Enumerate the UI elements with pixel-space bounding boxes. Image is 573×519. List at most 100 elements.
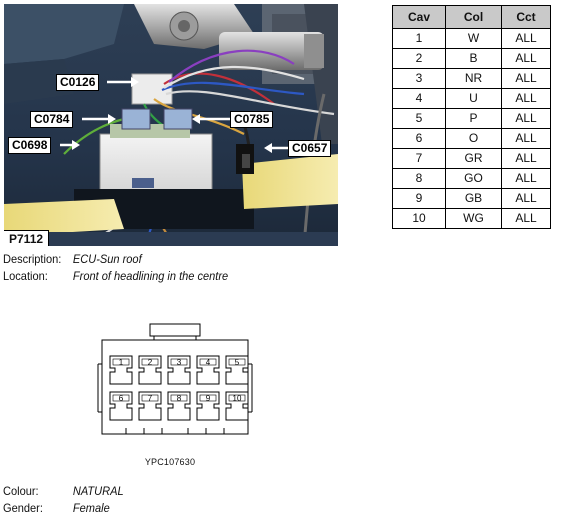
connector-cavity-latch xyxy=(199,358,217,366)
col-cell: GR xyxy=(445,148,502,169)
colour-row: Colour: NATURAL xyxy=(3,484,279,499)
connector-cavity-number: 3 xyxy=(177,358,182,367)
gender-label: Gender: xyxy=(3,501,43,515)
callout-c0657-arrow xyxy=(264,143,288,153)
header-cav: Cav xyxy=(392,5,446,29)
col-cell: GO xyxy=(445,168,502,189)
pin-table-header-row: Cav Col Cct xyxy=(392,5,551,29)
connector-part-number: YPC107630 xyxy=(144,457,196,467)
callout-c0126: C0126 xyxy=(56,74,100,91)
col-cell: U xyxy=(445,88,502,109)
cav-cell: 2 xyxy=(392,48,446,69)
photo-illustration xyxy=(4,4,338,246)
gender-value: Female xyxy=(72,501,110,515)
cct-cell: ALL xyxy=(501,208,551,229)
callout-c0785-arrow xyxy=(192,114,230,124)
colour-label: Colour: xyxy=(3,484,39,498)
callout-c0657-label: C0657 xyxy=(292,141,328,155)
description-value: ECU-Sun roof xyxy=(72,252,142,266)
connector-cavity xyxy=(167,391,191,421)
col-cell: GB xyxy=(445,188,502,209)
gender-row: Gender: Female xyxy=(3,501,279,516)
component-photo: C0126 C0784 C0785 C0698 C0657 P7112 xyxy=(4,4,338,246)
description-row: Description: ECU-Sun roof xyxy=(3,252,279,267)
connector-cavity-number: 4 xyxy=(206,358,211,367)
connector-cavity xyxy=(138,355,162,385)
connector-cavity-latch xyxy=(141,358,159,366)
connector-cavity-latch xyxy=(228,358,246,366)
connector-cavity-latch xyxy=(141,394,159,402)
callout-c0698: C0698 xyxy=(8,137,52,154)
cav-cell: 3 xyxy=(392,68,446,89)
cct-cell: ALL xyxy=(501,28,551,49)
connector-cavity xyxy=(225,355,249,385)
cav-cell: 4 xyxy=(392,88,446,109)
connector-cavity xyxy=(109,355,133,385)
col-cell: NR xyxy=(445,68,502,89)
cav-cell: 1 xyxy=(392,28,446,49)
description-label: Description: xyxy=(3,252,62,266)
cct-cell: ALL xyxy=(501,48,551,69)
callout-c0698-arrow xyxy=(60,140,80,150)
connector-cavity xyxy=(196,391,220,421)
connector-cavity-number: 7 xyxy=(148,394,153,403)
connector-cavity-latch xyxy=(170,358,188,366)
cav-cell: 9 xyxy=(392,188,446,209)
cct-cell: ALL xyxy=(501,188,551,209)
col-cell: B xyxy=(445,48,502,69)
callout-c0126-arrow xyxy=(107,77,139,87)
callout-c0785-label: C0785 xyxy=(234,112,270,126)
col-cell: W xyxy=(445,28,502,49)
header-cct: Cct xyxy=(501,5,551,29)
cav-cell: 8 xyxy=(392,168,446,189)
connector-cavity-number: 2 xyxy=(148,358,153,367)
callout-c0784-label: C0784 xyxy=(34,112,70,126)
connector-cavity-number: 9 xyxy=(206,394,211,403)
cct-cell: ALL xyxy=(501,88,551,109)
location-row: Location: Front of headlining in the cen… xyxy=(3,269,279,284)
colour-value: NATURAL xyxy=(72,484,124,498)
connector-cavity-latch xyxy=(228,394,246,402)
connector-body xyxy=(101,339,249,435)
connector-cavity xyxy=(167,355,191,385)
callout-c0784-arrow xyxy=(82,114,116,124)
connector-cavity-latch xyxy=(199,394,217,402)
photo-reference-label: P7112 xyxy=(4,230,50,246)
connector-cavity xyxy=(138,391,162,421)
cct-cell: ALL xyxy=(501,128,551,149)
cct-cell: ALL xyxy=(501,148,551,169)
cav-cell: 7 xyxy=(392,148,446,169)
cct-cell: ALL xyxy=(501,108,551,129)
connector-latch xyxy=(149,323,201,337)
connector-cavity xyxy=(196,355,220,385)
cav-cell: 10 xyxy=(392,208,446,229)
callout-c0126-label: C0126 xyxy=(60,75,96,89)
cav-cell: 6 xyxy=(392,128,446,149)
connector-cavity-number: 1 xyxy=(119,358,124,367)
col-cell: WG xyxy=(445,208,502,229)
callout-c0698-label: C0698 xyxy=(12,138,48,152)
header-col: Col xyxy=(445,5,502,29)
connector-cavity-number: 5 xyxy=(235,358,240,367)
callout-c0784: C0784 xyxy=(30,111,74,128)
callout-c0785: C0785 xyxy=(230,111,274,128)
connector-cavity-number: 8 xyxy=(177,394,182,403)
connector-cavity-number: 10 xyxy=(233,394,242,403)
cav-cell: 5 xyxy=(392,108,446,129)
location-value: Front of headlining in the centre xyxy=(72,269,229,283)
cct-cell: ALL xyxy=(501,68,551,89)
callout-c0657: C0657 xyxy=(288,140,332,157)
connector-cavity-latch xyxy=(112,394,130,402)
connector-cavity-latch xyxy=(170,394,188,402)
location-label: Location: xyxy=(3,269,48,283)
connector-cavity xyxy=(109,391,133,421)
